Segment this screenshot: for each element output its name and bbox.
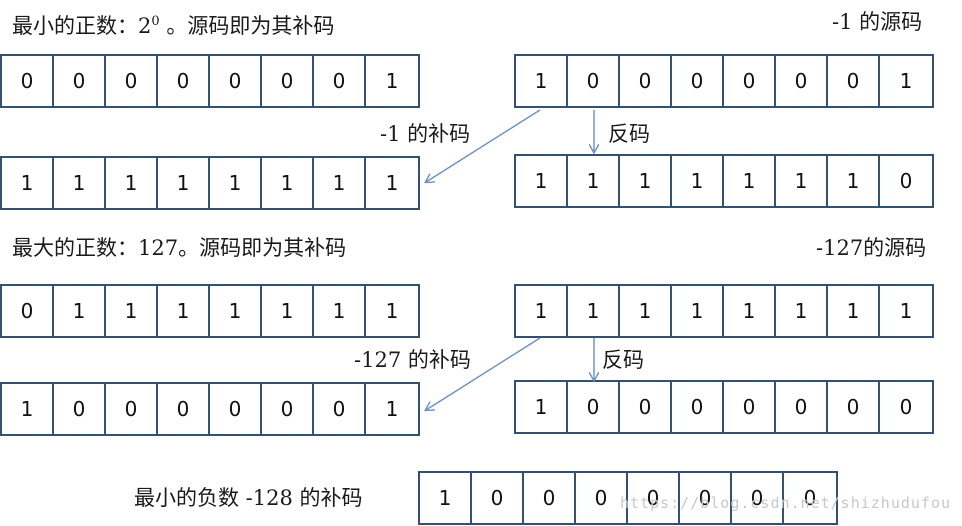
bit-cell: 1 bbox=[724, 286, 776, 336]
bit-cell: 1 bbox=[620, 156, 672, 206]
bit-cell: 1 bbox=[54, 286, 106, 336]
bit-cell: 0 bbox=[828, 56, 880, 106]
bit-cell: 0 bbox=[262, 384, 314, 434]
bit-cell: 1 bbox=[262, 286, 314, 336]
bit-cell: 1 bbox=[828, 156, 880, 206]
bit-cell: 0 bbox=[620, 56, 672, 106]
bit-cell: 1 bbox=[516, 382, 568, 432]
bit-cell: 1 bbox=[724, 156, 776, 206]
heading-text: 最小的正数：2 bbox=[12, 14, 152, 38]
bit-cell: 0 bbox=[106, 56, 158, 106]
bit-cell: 0 bbox=[2, 56, 54, 106]
bit-cell: 1 bbox=[158, 158, 210, 208]
bit-cell: 1 bbox=[262, 158, 314, 208]
bit-cell: 0 bbox=[732, 473, 784, 523]
bit-cell: 0 bbox=[568, 382, 620, 432]
bit-cell: 0 bbox=[106, 384, 158, 434]
bit-cell: 0 bbox=[776, 56, 828, 106]
bit-cell: 0 bbox=[576, 473, 628, 523]
largest-positive-heading: 最大的正数：127。源码即为其补码 bbox=[12, 236, 347, 260]
bit-cell: 1 bbox=[828, 286, 880, 336]
smallest-positive-heading: 最小的正数：20 。源码即为其补码 bbox=[12, 10, 334, 38]
bit-cell: 1 bbox=[314, 158, 366, 208]
bit-cell: 1 bbox=[106, 286, 158, 336]
bit-cell: 0 bbox=[803, 486, 817, 510]
bit-cell: 0 bbox=[54, 56, 106, 106]
smallest-negative-label: 最小的负数 -128 的补码 bbox=[134, 486, 363, 510]
bit-cell: 0 bbox=[899, 169, 913, 193]
bit-cell: 0 bbox=[210, 56, 262, 106]
bit-cell: 0 bbox=[672, 382, 724, 432]
bit-cell: 0 bbox=[54, 384, 106, 434]
bit-cell: 0 bbox=[828, 382, 880, 432]
neg1-complement-label: -1 的补码 bbox=[380, 122, 471, 146]
bit-cell: 0 bbox=[628, 473, 680, 523]
heading-exponent: 0 bbox=[151, 14, 160, 29]
neg127-original-title: -127的源码 bbox=[816, 236, 927, 260]
bit-cell: 0 bbox=[524, 473, 576, 523]
bit-cell: 0 bbox=[724, 56, 776, 106]
bit-cell: 1 bbox=[776, 156, 828, 206]
bit-cell: 1 bbox=[210, 286, 262, 336]
bit-cell: 1 bbox=[620, 286, 672, 336]
neg1-original-title: -1 的源码 bbox=[832, 10, 923, 34]
bit-cell: 0 bbox=[472, 473, 524, 523]
neg127-inverse-label: 反码 bbox=[602, 348, 644, 372]
bit-cell: 0 bbox=[680, 473, 732, 523]
bit-cell: 0 bbox=[672, 56, 724, 106]
bit-cell: 1 bbox=[314, 286, 366, 336]
bit-cell: 1 bbox=[899, 299, 913, 323]
bit-cell: 1 bbox=[385, 171, 399, 195]
bit-cell: 1 bbox=[2, 384, 54, 434]
bit-cell: 0 bbox=[158, 56, 210, 106]
bit-cell: 1 bbox=[106, 158, 158, 208]
bit-cell: 1 bbox=[568, 156, 620, 206]
bit-cell: 1 bbox=[899, 69, 913, 93]
bit-cell: 1 bbox=[385, 397, 399, 421]
bit-cell: 1 bbox=[568, 286, 620, 336]
heading-text-tail: 。源码即为其补码 bbox=[159, 14, 335, 38]
bit-cell: 0 bbox=[158, 384, 210, 434]
bit-cell: 1 bbox=[54, 158, 106, 208]
bit-cell: 1 bbox=[385, 299, 399, 323]
bit-cell: 1 bbox=[2, 158, 54, 208]
bit-cell: 0 bbox=[2, 286, 54, 336]
bit-cell: 1 bbox=[420, 473, 472, 523]
bit-cell: 1 bbox=[776, 286, 828, 336]
bit-cell: 1 bbox=[516, 286, 568, 336]
bit-cell: 0 bbox=[776, 382, 828, 432]
neg1-inverse-label: 反码 bbox=[608, 122, 650, 146]
bit-cell: 0 bbox=[314, 384, 366, 434]
bit-cell: 0 bbox=[314, 56, 366, 106]
bit-cell: 0 bbox=[899, 395, 913, 419]
bit-cell: 1 bbox=[516, 156, 568, 206]
neg127-complement-label: -127 的补码 bbox=[354, 348, 471, 372]
bit-cell: 1 bbox=[672, 286, 724, 336]
bit-cell: 1 bbox=[672, 156, 724, 206]
bit-cell: 0 bbox=[724, 382, 776, 432]
bit-cell: 1 bbox=[516, 56, 568, 106]
bit-cell: 0 bbox=[620, 382, 672, 432]
watermark: https://blog.csdn.net/shizhudufou bbox=[620, 494, 952, 512]
bit-cell: 0 bbox=[568, 56, 620, 106]
bit-cell: 0 bbox=[210, 384, 262, 434]
bit-cell: 0 bbox=[262, 56, 314, 106]
bit-cell: 1 bbox=[158, 286, 210, 336]
bit-cell: 1 bbox=[210, 158, 262, 208]
bit-cell: 1 bbox=[385, 69, 399, 93]
